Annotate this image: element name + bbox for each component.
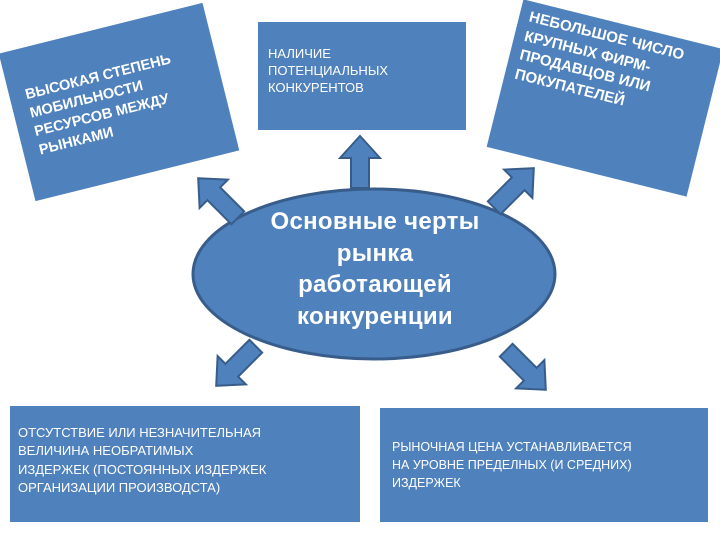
feature-text-line: ПОТЕНЦИАЛЬНЫХ (268, 62, 389, 78)
arrow-down-left-icon (215, 338, 264, 387)
feature-text-line: ИЗДЕРЖЕК (ПОСТОЯННЫХ ИЗДЕРЖЕК (18, 461, 267, 477)
feature-box-sunk-costs: ОТСУТСТВИЕ ИЛИ НЕЗНАЧИТЕЛЬНАЯ ВЕЛИЧИНА Н… (10, 406, 360, 522)
feature-text-line: НА УРОВНЕ ПРЕДЕЛНЫХ (И СРЕДНИХ) (392, 458, 632, 473)
feature-text-line: ИЗДЕРЖЕК (392, 476, 461, 491)
center-ellipse (191, 187, 557, 361)
arrow-up-right-icon (486, 167, 535, 216)
center-title-line: работающей (298, 271, 452, 299)
feature-text-line: НАЛИЧИЕ (268, 46, 331, 61)
feature-text-line: КОНКУРЕНТОВ (268, 79, 364, 95)
feature-text-line: ОТСУТСТВИЕ ИЛИ НЕЗНАЧИТЕЛЬНАЯ (18, 425, 262, 440)
arrow-down-right-icon (498, 342, 547, 391)
feature-text-line: РЫНОЧНАЯ ЦЕНА УСТАНАВЛИВАЕТСЯ (392, 440, 632, 454)
center-title-line: Основные черты (270, 208, 480, 235)
feature-text-line: ВЕЛИЧИНА НЕОБРАТИМЫХ (18, 443, 194, 459)
center-title-line: конкуренции (297, 303, 453, 331)
arrow-up-left-icon (197, 177, 246, 226)
feature-box-market-price: РЫНОЧНАЯ ЦЕНА УСТАНАВЛИВАЕТСЯ НА УРОВНЕ … (380, 408, 708, 522)
feature-box-potential-competitors: НАЛИЧИЕ ПОТЕНЦИАЛЬНЫХ КОНКУРЕНТОВ (258, 22, 466, 130)
arrow-up-icon (338, 134, 382, 189)
center-title: Основные черты рынка работающей конкурен… (220, 206, 530, 333)
feature-text-line: ОРГАНИЗАЦИИ ПРОИЗВОДСТА) (18, 480, 221, 496)
center-title-line: рынка (336, 239, 414, 267)
